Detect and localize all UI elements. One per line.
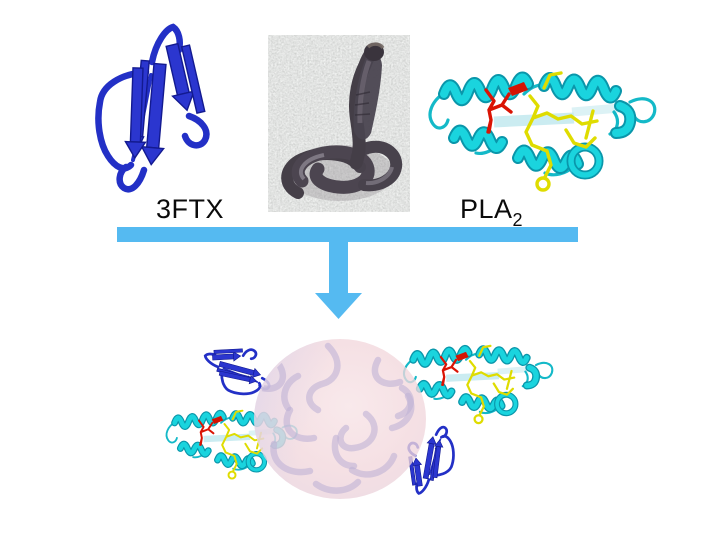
polymer-squiggles: [256, 342, 415, 494]
3ftx-label-text: 3FTX: [156, 194, 225, 224]
pla2-ribbon-structure-icon: [424, 58, 674, 200]
pla2-label-subscript: 2: [512, 210, 524, 231]
3ftx-ribbon-structure-icon: [88, 20, 250, 208]
arrow-head: [315, 293, 362, 319]
arrow-shaft: [329, 240, 348, 294]
3ftx-label: 3FTX: [156, 194, 224, 225]
downward-merge-arrow-icon: [117, 227, 578, 319]
cobra-snake: [281, 42, 403, 201]
polymer-nanoparticle-complex-icon: [140, 339, 582, 499]
pla2-label-text: PLA: [460, 194, 513, 224]
arrow-bar: [117, 227, 578, 242]
cobra-photo: [268, 35, 410, 212]
pla2-label: PLA2: [460, 194, 524, 231]
bound-pla2-top-right: [404, 346, 552, 423]
